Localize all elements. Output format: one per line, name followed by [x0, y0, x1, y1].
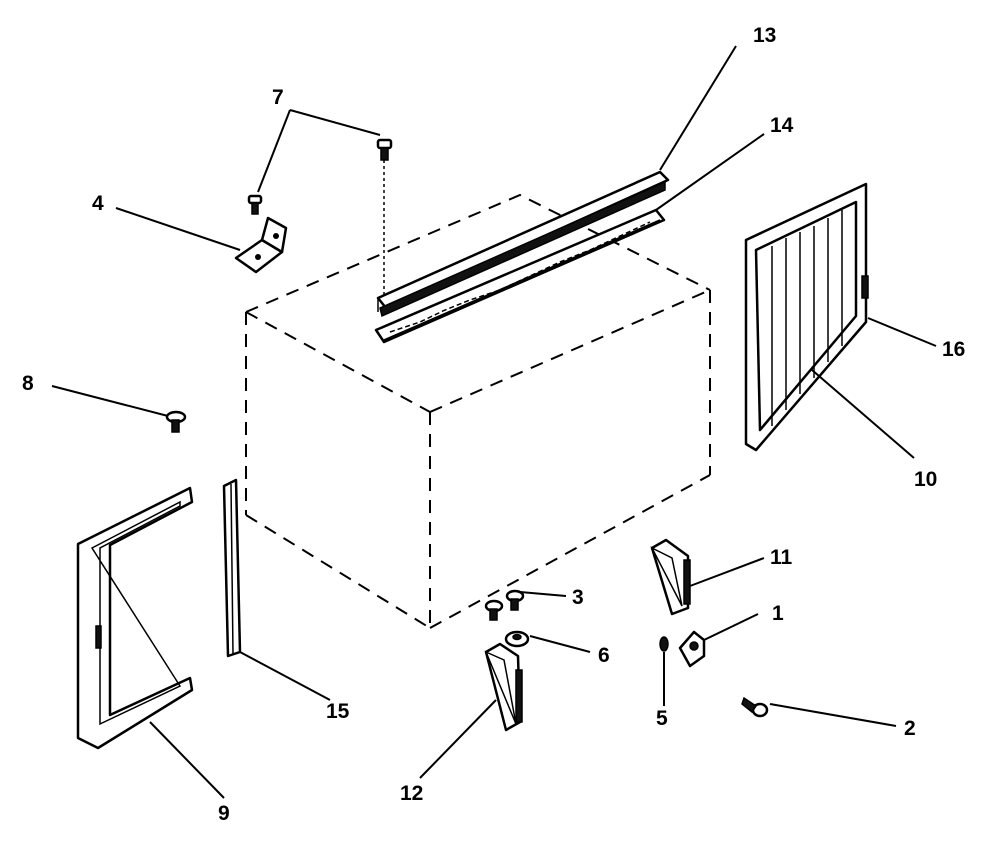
- nut-6: [504, 630, 530, 648]
- screws-3: [484, 589, 525, 621]
- callout-3: 3: [572, 586, 584, 609]
- screw-2: [741, 696, 769, 718]
- screw-5: [659, 636, 669, 652]
- callout-8: 8: [22, 372, 34, 395]
- leg-bracket-11: [650, 538, 691, 616]
- screw-7b: [247, 194, 263, 215]
- cabinet-outline: [245, 193, 711, 629]
- callout-16: 16: [942, 338, 965, 361]
- leader-lines: [51, 45, 937, 799]
- l-bracket-part: [234, 216, 288, 274]
- side-frame-part: [76, 486, 194, 750]
- callout-15: 15: [326, 700, 350, 723]
- callout-labels: 13 14 7 4 8 16 10 11 1 2 3 6 5 12 15 9: [22, 24, 965, 825]
- side-curtain-part: [744, 182, 869, 452]
- leg-bracket-12: [484, 642, 523, 732]
- seal-strip-part: [374, 208, 666, 344]
- top-rail-part: [376, 170, 670, 318]
- vertical-seal-part: [222, 478, 242, 658]
- callout-14: 14: [770, 114, 794, 137]
- callout-7: 7: [272, 86, 284, 109]
- callout-9: 9: [218, 802, 230, 825]
- callout-11: 11: [770, 546, 793, 569]
- callout-2: 2: [904, 717, 916, 740]
- callout-12: 12: [400, 782, 423, 805]
- callout-4: 4: [92, 192, 104, 215]
- callout-6: 6: [598, 644, 610, 667]
- clip-1: [678, 630, 706, 668]
- callout-5: 5: [656, 707, 668, 730]
- screw-7a: [376, 138, 393, 298]
- callout-10: 10: [914, 468, 937, 491]
- callout-1: 1: [772, 602, 784, 625]
- callout-13: 13: [753, 24, 776, 47]
- screw-8: [165, 410, 187, 433]
